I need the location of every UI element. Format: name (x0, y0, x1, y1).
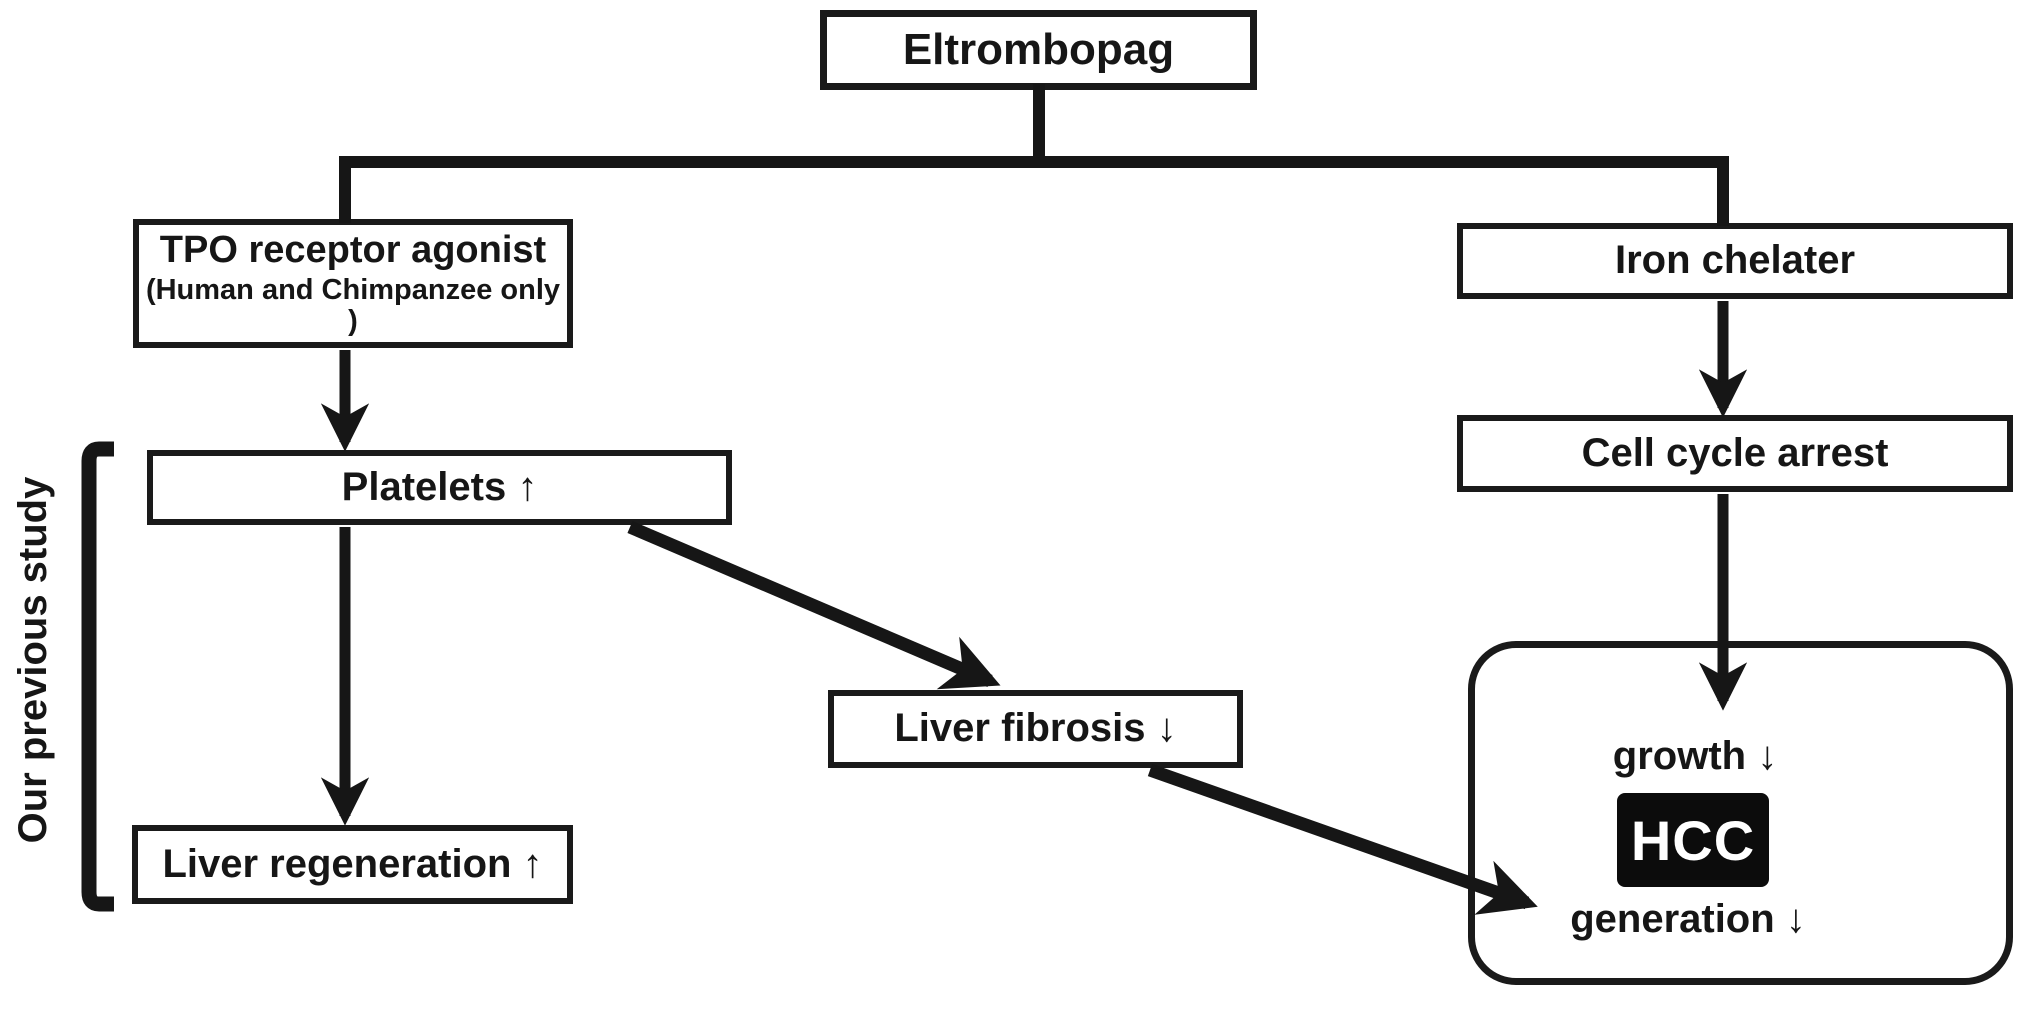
hcc-growth-label: growth ↓ (1545, 730, 1845, 782)
node-liver-regeneration: Liver regeneration ↑ (132, 825, 573, 904)
connector-branch-elbow (339, 156, 1729, 226)
previous-study-bracket (81, 441, 114, 912)
node-tpo-receptor-agonist: TPO receptor agonist (Human and Chimpanz… (133, 219, 573, 348)
node-tpo-label: TPO receptor agonist (159, 228, 547, 271)
node-liver-fibrosis-label: Liver fibrosis ↓ (894, 706, 1177, 751)
hcc-growth-text: growth ↓ (1612, 733, 1778, 778)
hcc-generation-text: generation ↓ (1570, 896, 1806, 941)
node-liver-regeneration-label: Liver regeneration ↑ (162, 841, 543, 886)
node-tpo-sublabel: (Human and Chimpanzee only ) (145, 273, 561, 338)
node-iron-chelater-label: Iron chelater (1614, 238, 1856, 283)
hcc-chip-text: HCC (1630, 808, 1756, 872)
previous-study-annotation: Our previous study (11, 476, 55, 844)
hcc-chip: HCC (1617, 793, 1769, 887)
node-cell-cycle-arrest-label: Cell cycle arrest (1581, 430, 1889, 475)
node-cell-cycle-arrest: Cell cycle arrest (1457, 415, 2013, 492)
arrow-platelets-to-liver-fibrosis (627, 521, 1001, 690)
node-iron-chelater: Iron chelater (1457, 223, 2013, 299)
hcc-generation-label: generation ↓ (1537, 891, 1839, 947)
node-platelets: Platelets ↑ (147, 450, 732, 525)
node-platelets-label: Platelets ↑ (341, 464, 538, 509)
node-eltrombopag: Eltrombopag (820, 10, 1257, 90)
node-liver-fibrosis: Liver fibrosis ↓ (828, 690, 1243, 768)
node-eltrombopag-label: Eltrombopag (902, 25, 1175, 75)
